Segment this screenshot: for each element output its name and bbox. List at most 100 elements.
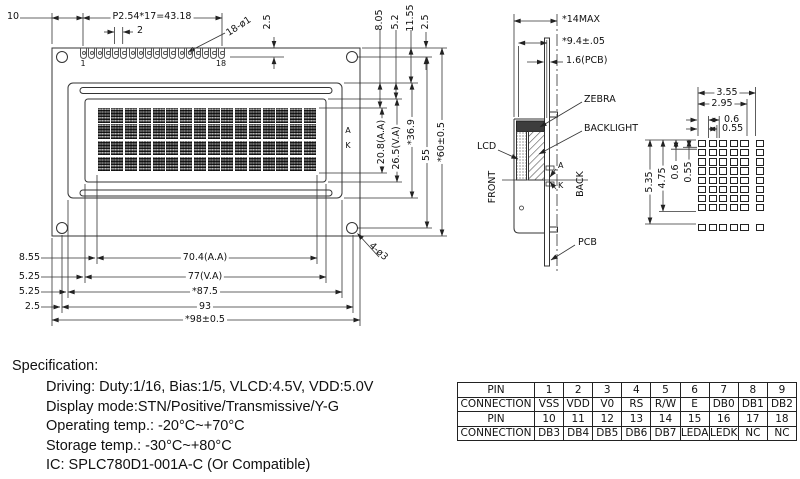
pin-table-cell: PIN — [457, 411, 535, 427]
pin-table-cell: VSS — [533, 396, 565, 412]
dim-height-holes: 55 — [421, 146, 432, 164]
dim-left-offset: 10 — [6, 11, 20, 22]
pcb-label: PCB — [578, 237, 597, 248]
dim-height-aa: 20.8(A.A) — [376, 117, 387, 167]
dim-left-bottom-2: 5.25 — [18, 286, 40, 297]
led-anode-label: A — [345, 126, 351, 135]
dim-pad-offset: 2.5 — [262, 14, 273, 30]
pin-table-cell: 1 — [533, 382, 565, 398]
dot-matrix — [698, 140, 765, 233]
pin-table-cell: LEDK — [708, 425, 739, 441]
character-grid — [97, 108, 318, 174]
pin-table-cell: R/W — [650, 396, 681, 412]
dim-depth: *9.4±.05 — [562, 36, 605, 47]
pin-table-row: PIN 1 2 3 4 5 6 7 8 9 — [457, 382, 798, 398]
side-view-outline — [502, 14, 588, 272]
pin-table-cell: 17 — [737, 411, 768, 427]
dim-left-bottom-0: 8.55 — [18, 252, 40, 263]
pin-table-cell: VDD — [563, 396, 594, 412]
pin-table-cell: 12 — [592, 411, 623, 427]
backlight-label: BACKLIGHT — [584, 123, 639, 134]
dim-width-bezel: *87.5 — [190, 286, 220, 297]
spec-line-ic: IC: SPLC780D1-001A-C (Or Compatible) — [46, 457, 311, 473]
pin-table-cell: 11 — [563, 411, 594, 427]
pin-table-cell: DB5 — [592, 425, 623, 441]
specification-title: Specification: — [12, 358, 99, 374]
pin-table-cell: RS — [621, 396, 652, 412]
side-cathode-label: K — [558, 181, 564, 190]
pin-table-row: CONNECTION VSS VDD V0 RS R/W E DB0 DB1 D… — [457, 396, 798, 412]
pin-table: PIN 1 2 3 4 5 6 7 8 9 CONNECTION VSS VDD… — [457, 382, 798, 441]
pin-table-cell: DB3 — [533, 425, 565, 441]
pin-number-first: 1 — [80, 59, 86, 68]
pin-table-cell: 15 — [679, 411, 710, 427]
side-anode-label: A — [558, 161, 564, 170]
dim-width-holes: 93 — [196, 301, 214, 312]
pin-table-cell: 5 — [650, 382, 681, 398]
zebra-label: ZEBRA — [584, 94, 616, 105]
pin-table-cell: 6 — [679, 382, 710, 398]
pin-table-cell: DB0 — [708, 396, 739, 412]
spec-line-driving: Driving: Duty:1/16, Bias:1/5, VLCD:4.5V,… — [46, 379, 374, 395]
pin-table-cell: NC — [737, 425, 768, 441]
pin-table-cell: CONNECTION — [457, 396, 535, 412]
dim-char-width: 2.95 — [709, 98, 735, 109]
pin-table-cell: 2 — [563, 382, 594, 398]
pin-table-cell: V0 — [592, 396, 623, 412]
pin-table-row: PIN 10 11 12 13 14 15 16 17 18 — [457, 411, 798, 427]
pin-table-cell: DB7 — [650, 425, 681, 441]
pin-table-cell: 3 — [592, 382, 623, 398]
spec-line-display-mode: Display mode:STN/Positive/Transmissive/Y… — [46, 398, 340, 415]
dim-right-top-0: 8.05 — [374, 9, 385, 31]
pin-table-cell: 4 — [621, 382, 652, 398]
back-label: BACK — [575, 171, 586, 197]
pin-table-cell: DB6 — [621, 425, 652, 441]
pin-table-cell: 9 — [766, 382, 798, 398]
pin-table-cell: DB4 — [563, 425, 594, 441]
dim-char-height: 4.75 — [657, 165, 668, 191]
pin-table-cell: LEDA — [679, 425, 710, 441]
dot-detail-dimensions — [645, 87, 756, 225]
dim-width-aa: 70.4(A.A) — [180, 252, 230, 263]
pin-row — [79, 47, 228, 60]
pin-table-cell: 13 — [621, 411, 652, 427]
dim-dot-pitch-h: 0.6 — [722, 114, 742, 125]
side-view-dimensions — [497, 14, 583, 261]
pin-table-cell: DB1 — [737, 396, 768, 412]
pin-table-cell: E — [679, 396, 710, 412]
spec-line-storage-temp: Storage temp.: -30°C~+80°C — [46, 437, 232, 454]
pin-number-last: 18 — [215, 59, 227, 68]
dim-dot-height: 0.55 — [683, 159, 694, 185]
specification-block: Specification: Driving: Duty:1/16, Bias:… — [12, 358, 373, 476]
dim-char-pitch-v: 5.35 — [644, 169, 655, 195]
dim-dot-width: 0.55 — [720, 123, 746, 134]
pin-table-cell: DB2 — [766, 396, 798, 412]
pin-table-cell: NC — [766, 425, 798, 441]
dim-height-total: *60±0.5 — [436, 120, 447, 164]
dim-depth-max: *14MAX — [562, 14, 601, 25]
pin-table-cell: 7 — [708, 382, 739, 398]
dim-pcb-thickness: 1.6(PCB) — [566, 55, 608, 66]
dim-right-top-1: 5.2 — [390, 14, 401, 30]
dim-width-va: 77(V.A) — [185, 271, 225, 282]
pin-table-cell: 18 — [766, 411, 798, 427]
pin-table-cell: PIN — [457, 382, 535, 398]
pin-table-cell: 16 — [708, 411, 739, 427]
dim-left-bottom-3: 2.5 — [24, 301, 40, 312]
front-label: FRONT — [487, 170, 498, 204]
pin-table-cell: CONNECTION — [457, 425, 535, 441]
dim-dot-pitch-v: 0.6 — [670, 162, 681, 182]
spec-line-operating-temp: Operating temp.: -20°C~+70°C — [46, 418, 245, 434]
dim-height-bezel: *36.9 — [406, 117, 417, 147]
pin-table-cell: 14 — [650, 411, 681, 427]
pin-table-cell: 8 — [737, 382, 768, 398]
lcd-label: LCD — [477, 141, 497, 152]
dim-height-va: 26.5(V.A) — [391, 124, 402, 172]
pin-table-row: CONNECTION DB3 DB4 DB5 DB6 DB7 LEDA LEDK… — [457, 425, 798, 441]
dim-pin-pitch: P2.54*17=43.18 — [110, 11, 194, 22]
dim-right-top-3: 2.5 — [420, 14, 431, 30]
led-cathode-label: K — [345, 141, 351, 150]
dim-char-pitch-h: 3.55 — [714, 87, 740, 98]
pin-table-cell: 10 — [533, 411, 565, 427]
